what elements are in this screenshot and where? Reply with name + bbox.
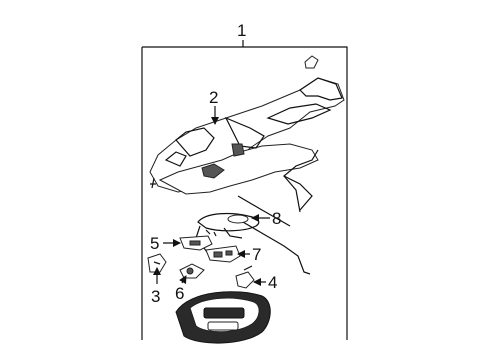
retainer-clip — [304, 55, 319, 69]
callout-2: 2 — [209, 88, 218, 107]
headliner-panel — [149, 77, 345, 213]
roof-edge-line-2 — [237, 195, 291, 227]
callout-3: 3 — [151, 287, 160, 306]
side-bracket — [147, 253, 167, 273]
callout-7: 7 — [252, 245, 261, 264]
assembly-frame — [141, 46, 348, 340]
callout-8: 8 — [272, 209, 281, 228]
bezel-bracket — [205, 245, 241, 263]
overhead-console — [175, 291, 271, 344]
small-clip — [235, 265, 255, 289]
callout-4: 4 — [268, 273, 277, 292]
dome-lamp — [179, 229, 217, 251]
roof-edge-line — [235, 217, 311, 275]
switch-component — [179, 263, 205, 279]
callout-6: 6 — [175, 284, 184, 303]
callout-6-leader — [179, 275, 187, 285]
callout-5: 5 — [150, 234, 159, 253]
callout-1: 1 — [237, 21, 246, 40]
